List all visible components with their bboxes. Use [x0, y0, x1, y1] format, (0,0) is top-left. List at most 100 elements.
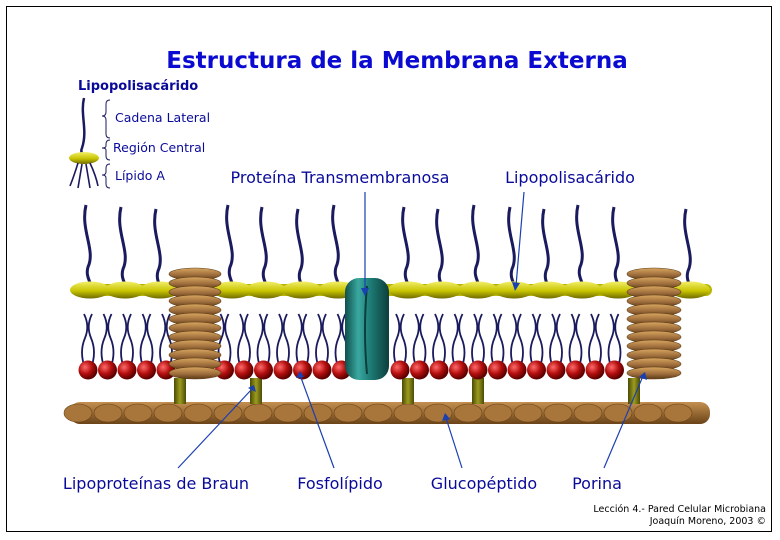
membrane-proteins: [168, 267, 682, 380]
legend-side-chain: Cadena Lateral: [115, 110, 210, 125]
lps-side-chain: [83, 204, 92, 287]
legend-lipid-icon: [69, 162, 99, 189]
lipid-tail: [451, 313, 466, 369]
porin-ring: [626, 366, 682, 380]
peptidoglycan-bead: [243, 403, 273, 423]
arrowhead-phospholipid: [296, 371, 304, 378]
leader-lines: [177, 191, 647, 469]
arrowhead-transmembrane: [361, 288, 369, 296]
lipid-tail: [100, 313, 115, 369]
arrowhead-porin: [639, 372, 647, 380]
phospholipid-head: [488, 360, 507, 380]
label-braun-lipoproteins: Lipoproteínas de Braun: [63, 474, 249, 493]
label-glucopeptide: Glucopéptido: [431, 474, 537, 493]
peptidoglycan-bead: [453, 403, 483, 423]
peptidoglycan-layer: [63, 402, 710, 424]
arrowhead-braun: [248, 385, 256, 392]
phospholipid-head: [605, 360, 624, 380]
label-lipopolysaccharide: Lipopolisacárido: [505, 168, 635, 187]
lipoprotein-post: [250, 378, 262, 404]
lipid-tail: [549, 313, 563, 369]
peptidoglycan-bead: [393, 403, 423, 423]
phospholipid-head: [468, 360, 488, 380]
lps-core: [282, 281, 322, 299]
phospholipid-head: [137, 360, 156, 380]
phospholipid-head: [585, 360, 605, 380]
label-transmembrane-protein: Proteína Transmembranosa: [231, 168, 450, 187]
phospholipid-head: [546, 360, 566, 380]
lipid-tail: [490, 313, 505, 369]
legend-brace-lipid: [101, 163, 111, 189]
lipoprotein-post: [402, 378, 414, 404]
phospholipid-head: [527, 360, 546, 380]
phospholipid-head: [293, 360, 312, 380]
lps-core-regions: [70, 281, 712, 299]
lps-side-chain: [683, 208, 692, 288]
lps-side-chain: [331, 204, 340, 287]
lipid-tail: [568, 313, 583, 369]
lps-side-chain: [295, 208, 304, 288]
peptidoglycan-bead: [663, 403, 693, 423]
lps-core: [562, 281, 602, 299]
phospholipid-head: [234, 360, 254, 380]
lipid-tail: [217, 313, 232, 369]
phospholipid-head: [410, 360, 429, 380]
peptidoglycan-bead: [63, 403, 93, 423]
lps-side-chain: [259, 206, 268, 288]
peptidoglycan-bead: [303, 403, 333, 423]
legend-lipid-a: Lípido A: [115, 168, 165, 183]
lps-side-chain: [435, 208, 444, 288]
peptidoglycan-bead: [543, 403, 573, 423]
lps-core: [70, 281, 110, 299]
phospholipid-head: [449, 360, 468, 380]
lipid-tail: [588, 313, 602, 369]
lps-side-chain: [575, 204, 584, 287]
legend-core-region: Región Central: [113, 140, 205, 155]
arrow-porin: [603, 375, 644, 469]
arrow-braun: [177, 388, 253, 469]
lps-side-chain: [541, 208, 550, 288]
lipid-tails: [81, 313, 622, 369]
legend-brace-core: [101, 139, 111, 161]
peptidoglycan-bead: [93, 403, 123, 423]
lipid-tail: [412, 313, 427, 369]
phospholipid-head: [429, 360, 449, 380]
lps-core: [458, 281, 498, 299]
lps-side-chain: [118, 206, 127, 288]
transmembrane-protein-groove: [364, 285, 368, 375]
phospholipid-head: [507, 360, 527, 380]
lps-side-chain: [401, 206, 410, 288]
arrowhead-lipopolysaccharide: [512, 282, 520, 291]
lps-side-chain: [225, 204, 234, 287]
phospholipid-head: [273, 360, 293, 380]
braun-lipoprotein-ring: [168, 366, 222, 380]
lps-core: [528, 281, 568, 299]
lps-core: [140, 281, 180, 299]
phospholipid-head: [98, 360, 117, 380]
lipid-tail: [276, 313, 290, 369]
lps-core: [212, 281, 252, 299]
transmembrane-protein: [345, 278, 389, 380]
peptidoglycan-bead: [363, 403, 393, 423]
lipid-tail: [237, 313, 251, 369]
lipid-tail: [529, 313, 544, 369]
lipid-tail: [81, 313, 95, 369]
arrow-lipopolysaccharide: [515, 191, 525, 287]
legend-chain-icon: [80, 97, 86, 157]
lps-core: [670, 281, 710, 299]
arrowhead-glucopeptide: [442, 413, 450, 421]
lipoprotein-post: [472, 378, 484, 404]
legend-brace-chain: [101, 99, 111, 139]
peptidoglycan-bead: [183, 403, 213, 423]
peptidoglycan-bead: [333, 403, 363, 423]
lipid-tail: [471, 313, 485, 369]
legend: Lipopolisacárido Cadena Lateral Región C…: [69, 79, 210, 189]
peptidoglycan-bead: [573, 403, 603, 423]
arrow-phospholipid: [299, 374, 335, 469]
lipid-tail: [120, 313, 134, 369]
lps-side-chain: [153, 208, 162, 288]
label-porin: Porina: [572, 474, 622, 493]
peptidoglycan-bead: [153, 403, 183, 423]
lipoprotein-posts: [174, 378, 640, 404]
